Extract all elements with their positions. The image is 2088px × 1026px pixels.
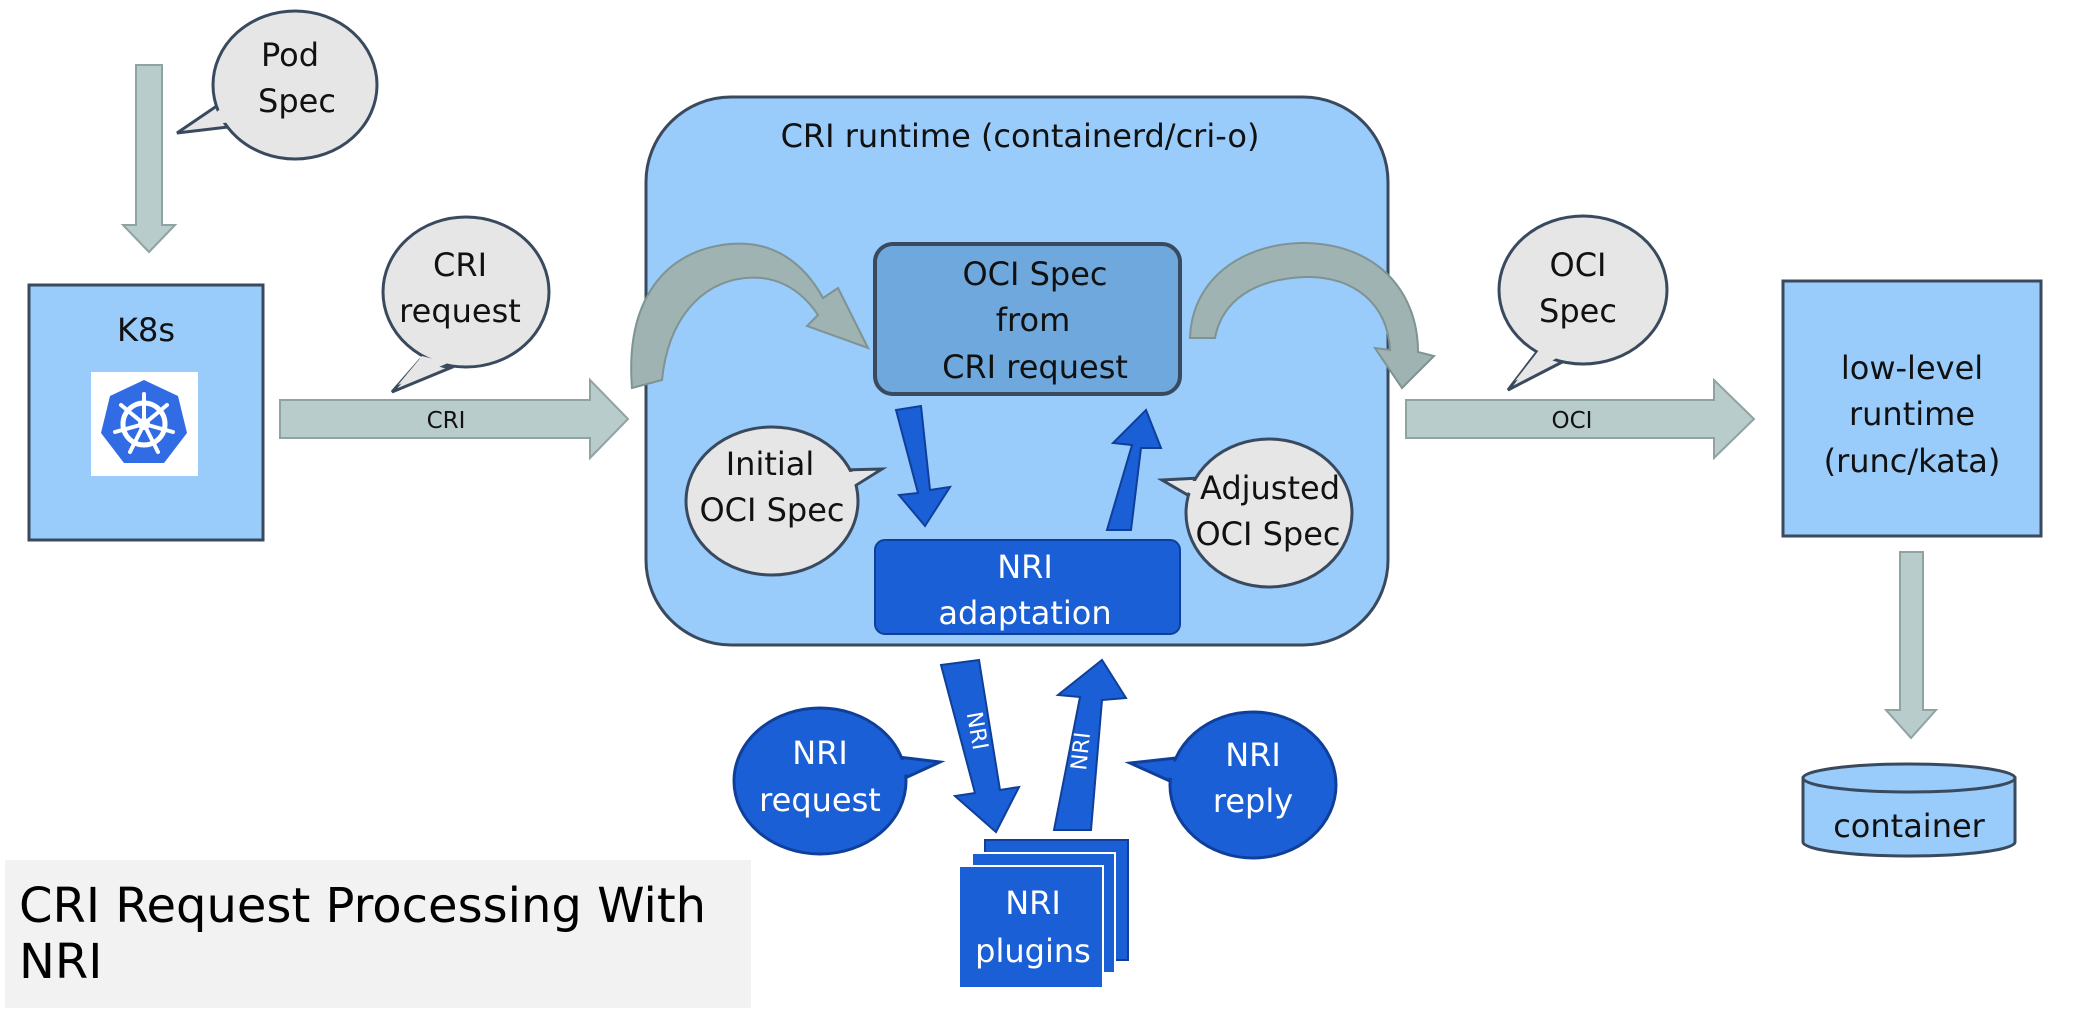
nri-up-arrow: NRI xyxy=(1052,658,1128,831)
runtime-to-container-arrow xyxy=(1883,551,1939,740)
nri-plugins-line2: plugins xyxy=(975,932,1091,970)
oci-spec-from-cri-box: OCI Spec from CRI request xyxy=(873,242,1182,396)
kubernetes-helm-icon xyxy=(101,380,187,463)
curved-arrow-out xyxy=(1188,241,1436,390)
nri-request-line1: NRI xyxy=(792,734,848,772)
container-cylinder: container xyxy=(1801,762,2017,858)
low-level-line2: runtime xyxy=(1849,395,1975,433)
low-level-line3: (runc/kata) xyxy=(1824,442,2001,480)
cri-request-bubble: CRI request xyxy=(381,215,551,394)
adjusted-oci-line1: Adjusted xyxy=(1200,469,1340,507)
oci-from-line2: from xyxy=(996,301,1070,339)
adjusted-oci-line2: OCI Spec xyxy=(1195,515,1340,553)
cri-arrow: CRI xyxy=(279,377,630,461)
nri-reply-bubble: NRI reply xyxy=(1124,710,1338,860)
cri-request-line2: request xyxy=(399,292,521,330)
diagram-title: CRI Request Processing With NRI xyxy=(19,878,707,990)
pod-spec-line1: Pod xyxy=(261,36,319,74)
pod-spec-line2: Spec xyxy=(258,82,336,120)
curved-arrow-in xyxy=(630,242,871,390)
nri-plugins-stack: NRI plugins xyxy=(958,839,1129,989)
container-label: container xyxy=(1833,807,1985,845)
oci-spec-line1: OCI xyxy=(1550,246,1607,284)
oci-from-line1: OCI Spec xyxy=(962,255,1107,293)
initial-oci-line1: Initial xyxy=(726,445,815,483)
cri-arrow-label: CRI xyxy=(427,408,466,434)
cri-runtime-label: CRI runtime (containerd/cri-o) xyxy=(781,117,1260,155)
oci-from-line3: CRI request xyxy=(942,348,1128,386)
nri-reply-line1: NRI xyxy=(1225,736,1281,774)
nri-adaptation-line1: NRI xyxy=(997,548,1053,586)
nri-adaptation-line2: adaptation xyxy=(938,594,1111,632)
pod-to-k8s-arrow xyxy=(120,64,178,254)
nri-plugins-line1: NRI xyxy=(1005,884,1061,922)
k8s-box: K8s xyxy=(27,283,265,542)
oci-spec-bubble: OCI Spec xyxy=(1497,214,1669,392)
nri-request-line2: request xyxy=(759,781,881,819)
low-level-runtime-box: low-level runtime (runc/kata) xyxy=(1781,279,2043,538)
initial-oci-line2: OCI Spec xyxy=(699,491,844,529)
k8s-label: K8s xyxy=(117,311,175,349)
initial-oci-spec-bubble: Initial OCI Spec xyxy=(684,425,888,577)
oci-spec-line2: Spec xyxy=(1539,292,1617,330)
nri-request-bubble: NRI request xyxy=(732,706,946,856)
oci-arrow-label: OCI xyxy=(1552,408,1593,434)
adjusted-oci-spec-bubble: Adjusted OCI Spec xyxy=(1156,437,1354,589)
nri-adaptation-box: NRI adaptation xyxy=(874,539,1181,635)
nri-down-arrow: NRI xyxy=(939,658,1021,834)
pod-spec-bubble: Pod Spec xyxy=(176,9,379,161)
cri-request-line1: CRI xyxy=(433,246,487,284)
oci-to-nri-arrow xyxy=(894,404,953,528)
nri-to-oci-arrow xyxy=(1105,408,1163,531)
nri-reply-line2: reply xyxy=(1213,782,1293,820)
nri-up-label: NRI xyxy=(1067,731,1096,772)
low-level-line1: low-level xyxy=(1841,349,1983,387)
diagram-title-box: CRI Request Processing With NRI xyxy=(5,860,751,1008)
oci-arrow: OCI xyxy=(1405,377,1756,461)
